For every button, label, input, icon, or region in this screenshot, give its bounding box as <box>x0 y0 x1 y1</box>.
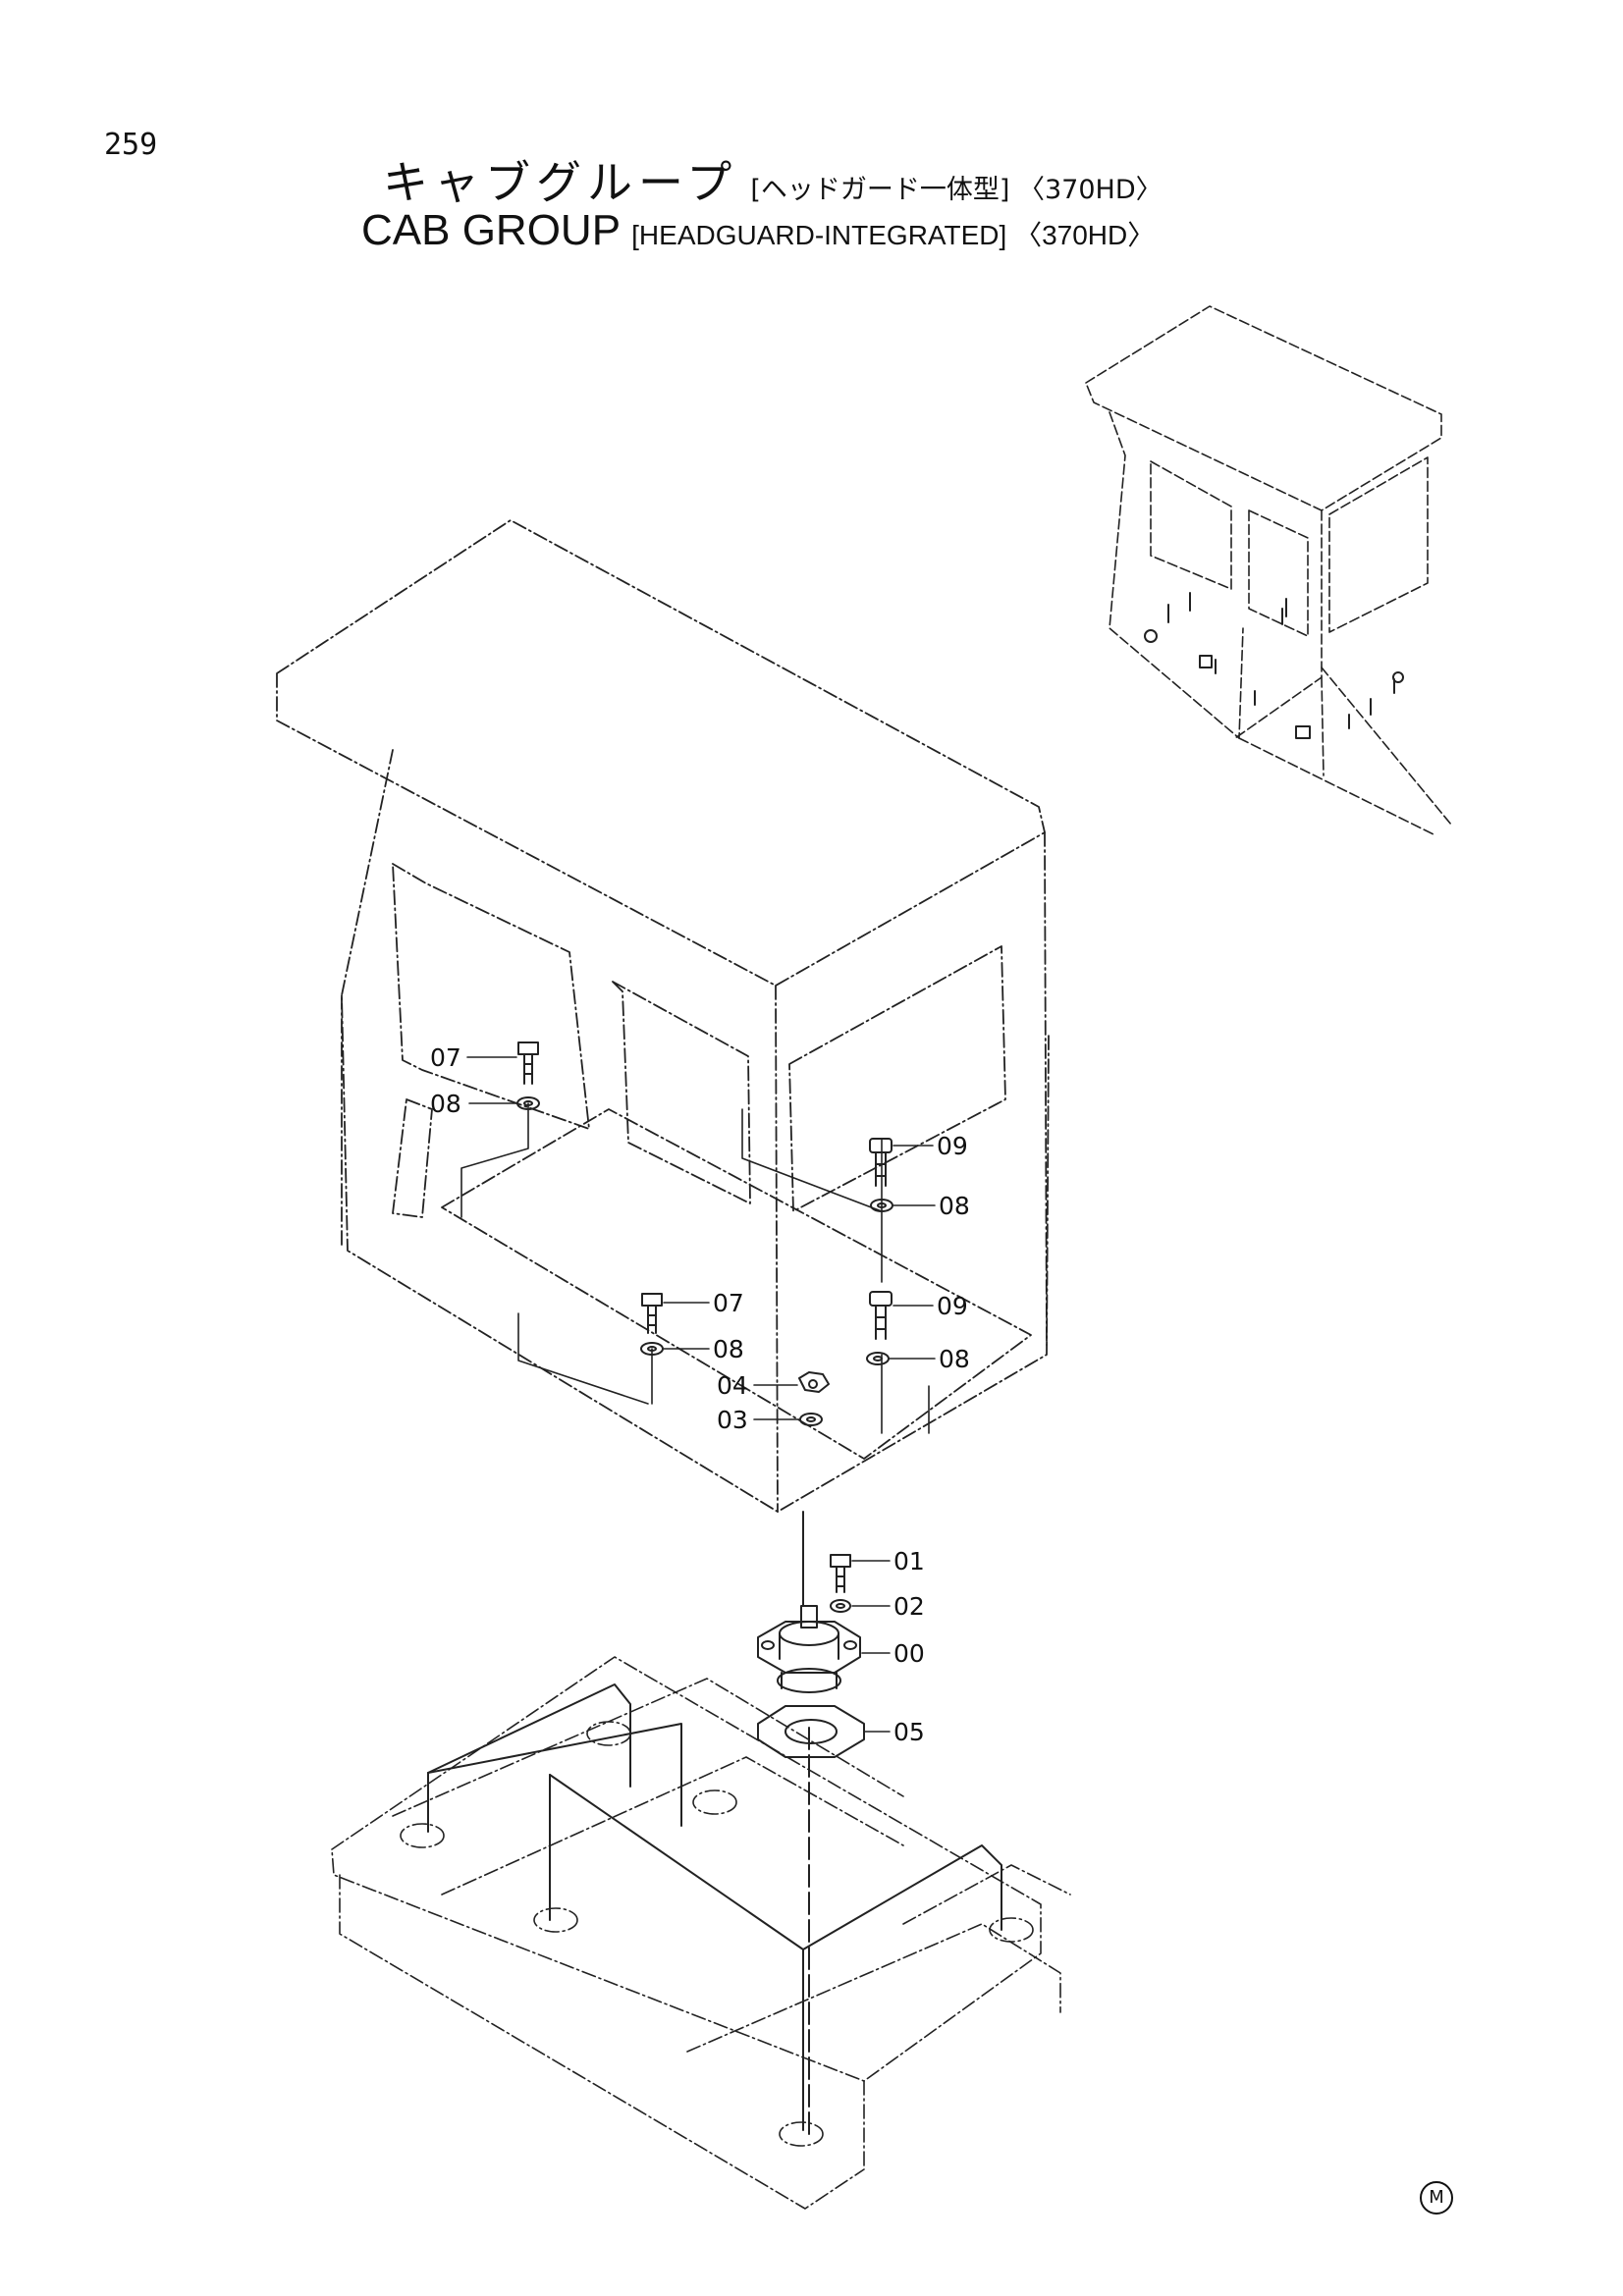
callout-label: 08 <box>939 1192 970 1220</box>
callout-leaders <box>466 1056 936 1733</box>
cab-reference-view <box>1085 305 1452 835</box>
part-09-bolt-lower <box>869 1291 893 1340</box>
part-08-washer-right <box>870 1199 893 1212</box>
callout-label: 00 <box>893 1639 925 1668</box>
part-07-bolt-upper <box>517 1041 539 1085</box>
fastener-leaders <box>460 1102 930 1434</box>
callout-label: 07 <box>430 1043 461 1072</box>
callout-label: 02 <box>893 1592 925 1621</box>
page-number: 259 <box>104 128 158 162</box>
part-02-washer <box>830 1599 851 1613</box>
part-00-cab-mount <box>757 1605 861 1693</box>
title-english-main: CAB GROUP <box>361 206 622 254</box>
callout-label: 08 <box>939 1345 970 1373</box>
part-04-nut <box>798 1371 830 1393</box>
part-08-washer-lower-left <box>640 1342 664 1356</box>
callout-label: 01 <box>893 1547 925 1575</box>
part-07-bolt-lower <box>641 1293 663 1334</box>
cab-mount-frame <box>331 1656 1071 2210</box>
part-03-washer <box>799 1413 823 1426</box>
callout-label: 08 <box>430 1090 461 1118</box>
part-09-bolt-upper <box>869 1138 893 1187</box>
callout-label: 05 <box>893 1718 925 1746</box>
callout-label: 09 <box>937 1292 968 1320</box>
title-japanese-sub: [ヘッドガード一体型] 〈370HD〉 <box>750 175 1163 205</box>
title-english: CAB GROUP [HEADGUARD-INTEGRATED] 〈370HD〉 <box>361 206 1155 255</box>
callout-label: 07 <box>713 1289 744 1317</box>
callout-labels: 07 08 09 08 07 09 08 08 04 03 01 02 00 0… <box>430 1043 970 1746</box>
mount-position-lines <box>427 1683 1002 2131</box>
callout-label: 04 <box>717 1371 748 1400</box>
callout-label: 03 <box>717 1406 748 1434</box>
mount-centre-line <box>802 1511 810 2135</box>
part-08-washer-upper <box>516 1096 540 1110</box>
callout-label: 08 <box>713 1335 744 1363</box>
title-english-sub: [HEADGUARD-INTEGRATED] 〈370HD〉 <box>631 220 1156 250</box>
part-01-bolt <box>830 1554 851 1593</box>
callout-label: 09 <box>937 1132 968 1160</box>
cab-reference-fasteners <box>1144 592 1404 739</box>
cab-body <box>276 519 1050 1513</box>
title-japanese-main: キャブグループ <box>383 156 738 209</box>
manufacturer-mark: M <box>1420 2181 1453 2215</box>
part-08-washer-lower-right <box>866 1352 890 1365</box>
title-japanese: キャブグループ [ヘッドガード一体型] 〈370HD〉 <box>383 147 1163 212</box>
part-05-plate <box>757 1705 865 1758</box>
